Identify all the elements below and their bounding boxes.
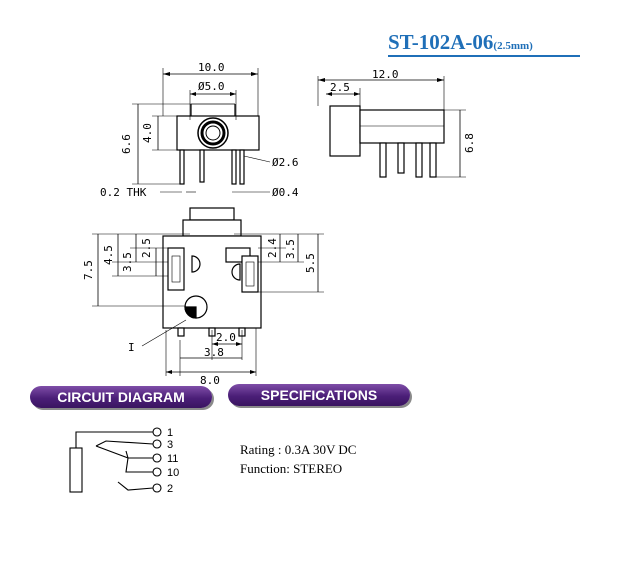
dim-side-offset: 2.5 bbox=[330, 81, 350, 94]
pin-label-3: 3 bbox=[167, 439, 173, 451]
dim-left-near: 3.5 bbox=[121, 252, 134, 272]
dim-left-inner: 2.5 bbox=[140, 238, 153, 258]
dim-height-body: 4.0 bbox=[141, 123, 154, 143]
pin-one-marker: I bbox=[128, 341, 135, 354]
dim-pin-wire: Ø0.4 bbox=[272, 186, 299, 199]
spec-rating: Rating : 0.3A 30V DC bbox=[240, 442, 357, 457]
dim-left-outer: 7.5 bbox=[82, 260, 95, 280]
specifications-heading: SPECIFICATIONS bbox=[228, 384, 410, 406]
dim-bottom-c: 8.0 bbox=[200, 374, 220, 387]
spec-function: Function: STEREO bbox=[240, 461, 343, 476]
side-view bbox=[317, 76, 466, 178]
pin-label-10: 10 bbox=[167, 467, 179, 479]
part-title: ST-102A-06(2.5mm) bbox=[388, 30, 533, 55]
part-size: (2.5mm) bbox=[493, 40, 533, 52]
dim-right-c: 5.5 bbox=[304, 253, 317, 273]
pin-label-2: 2 bbox=[167, 483, 173, 495]
dimension-arrows bbox=[163, 72, 444, 374]
circuit-schematic bbox=[69, 427, 162, 493]
dim-thickness: 0.2 THK bbox=[100, 186, 147, 199]
dim-pin-dia: Ø2.6 bbox=[272, 156, 299, 169]
dim-bottom-b: 3.8 bbox=[204, 346, 224, 359]
part-number: ST-102A-06 bbox=[388, 30, 494, 54]
dim-bottom-a: 2.0 bbox=[216, 331, 236, 344]
bottom-view bbox=[92, 207, 324, 376]
circuit-diagram-heading: CIRCUIT DIAGRAM bbox=[30, 386, 212, 408]
dim-side-height: 6.8 bbox=[463, 133, 476, 153]
dim-side-length: 12.0 bbox=[372, 68, 399, 81]
title-underline bbox=[388, 55, 580, 57]
pin-label-1: 1 bbox=[167, 427, 173, 439]
pin-label-11: 11 bbox=[167, 453, 178, 465]
dim-bore: Ø5.0 bbox=[198, 80, 225, 93]
dim-right-b: 3.5 bbox=[284, 239, 297, 259]
dim-height-total: 6.6 bbox=[120, 134, 133, 154]
dim-left-mid: 4.5 bbox=[102, 245, 115, 265]
dim-right-a: 2.4 bbox=[266, 238, 279, 258]
front-view bbox=[132, 68, 271, 193]
dim-width: 10.0 bbox=[198, 61, 225, 74]
